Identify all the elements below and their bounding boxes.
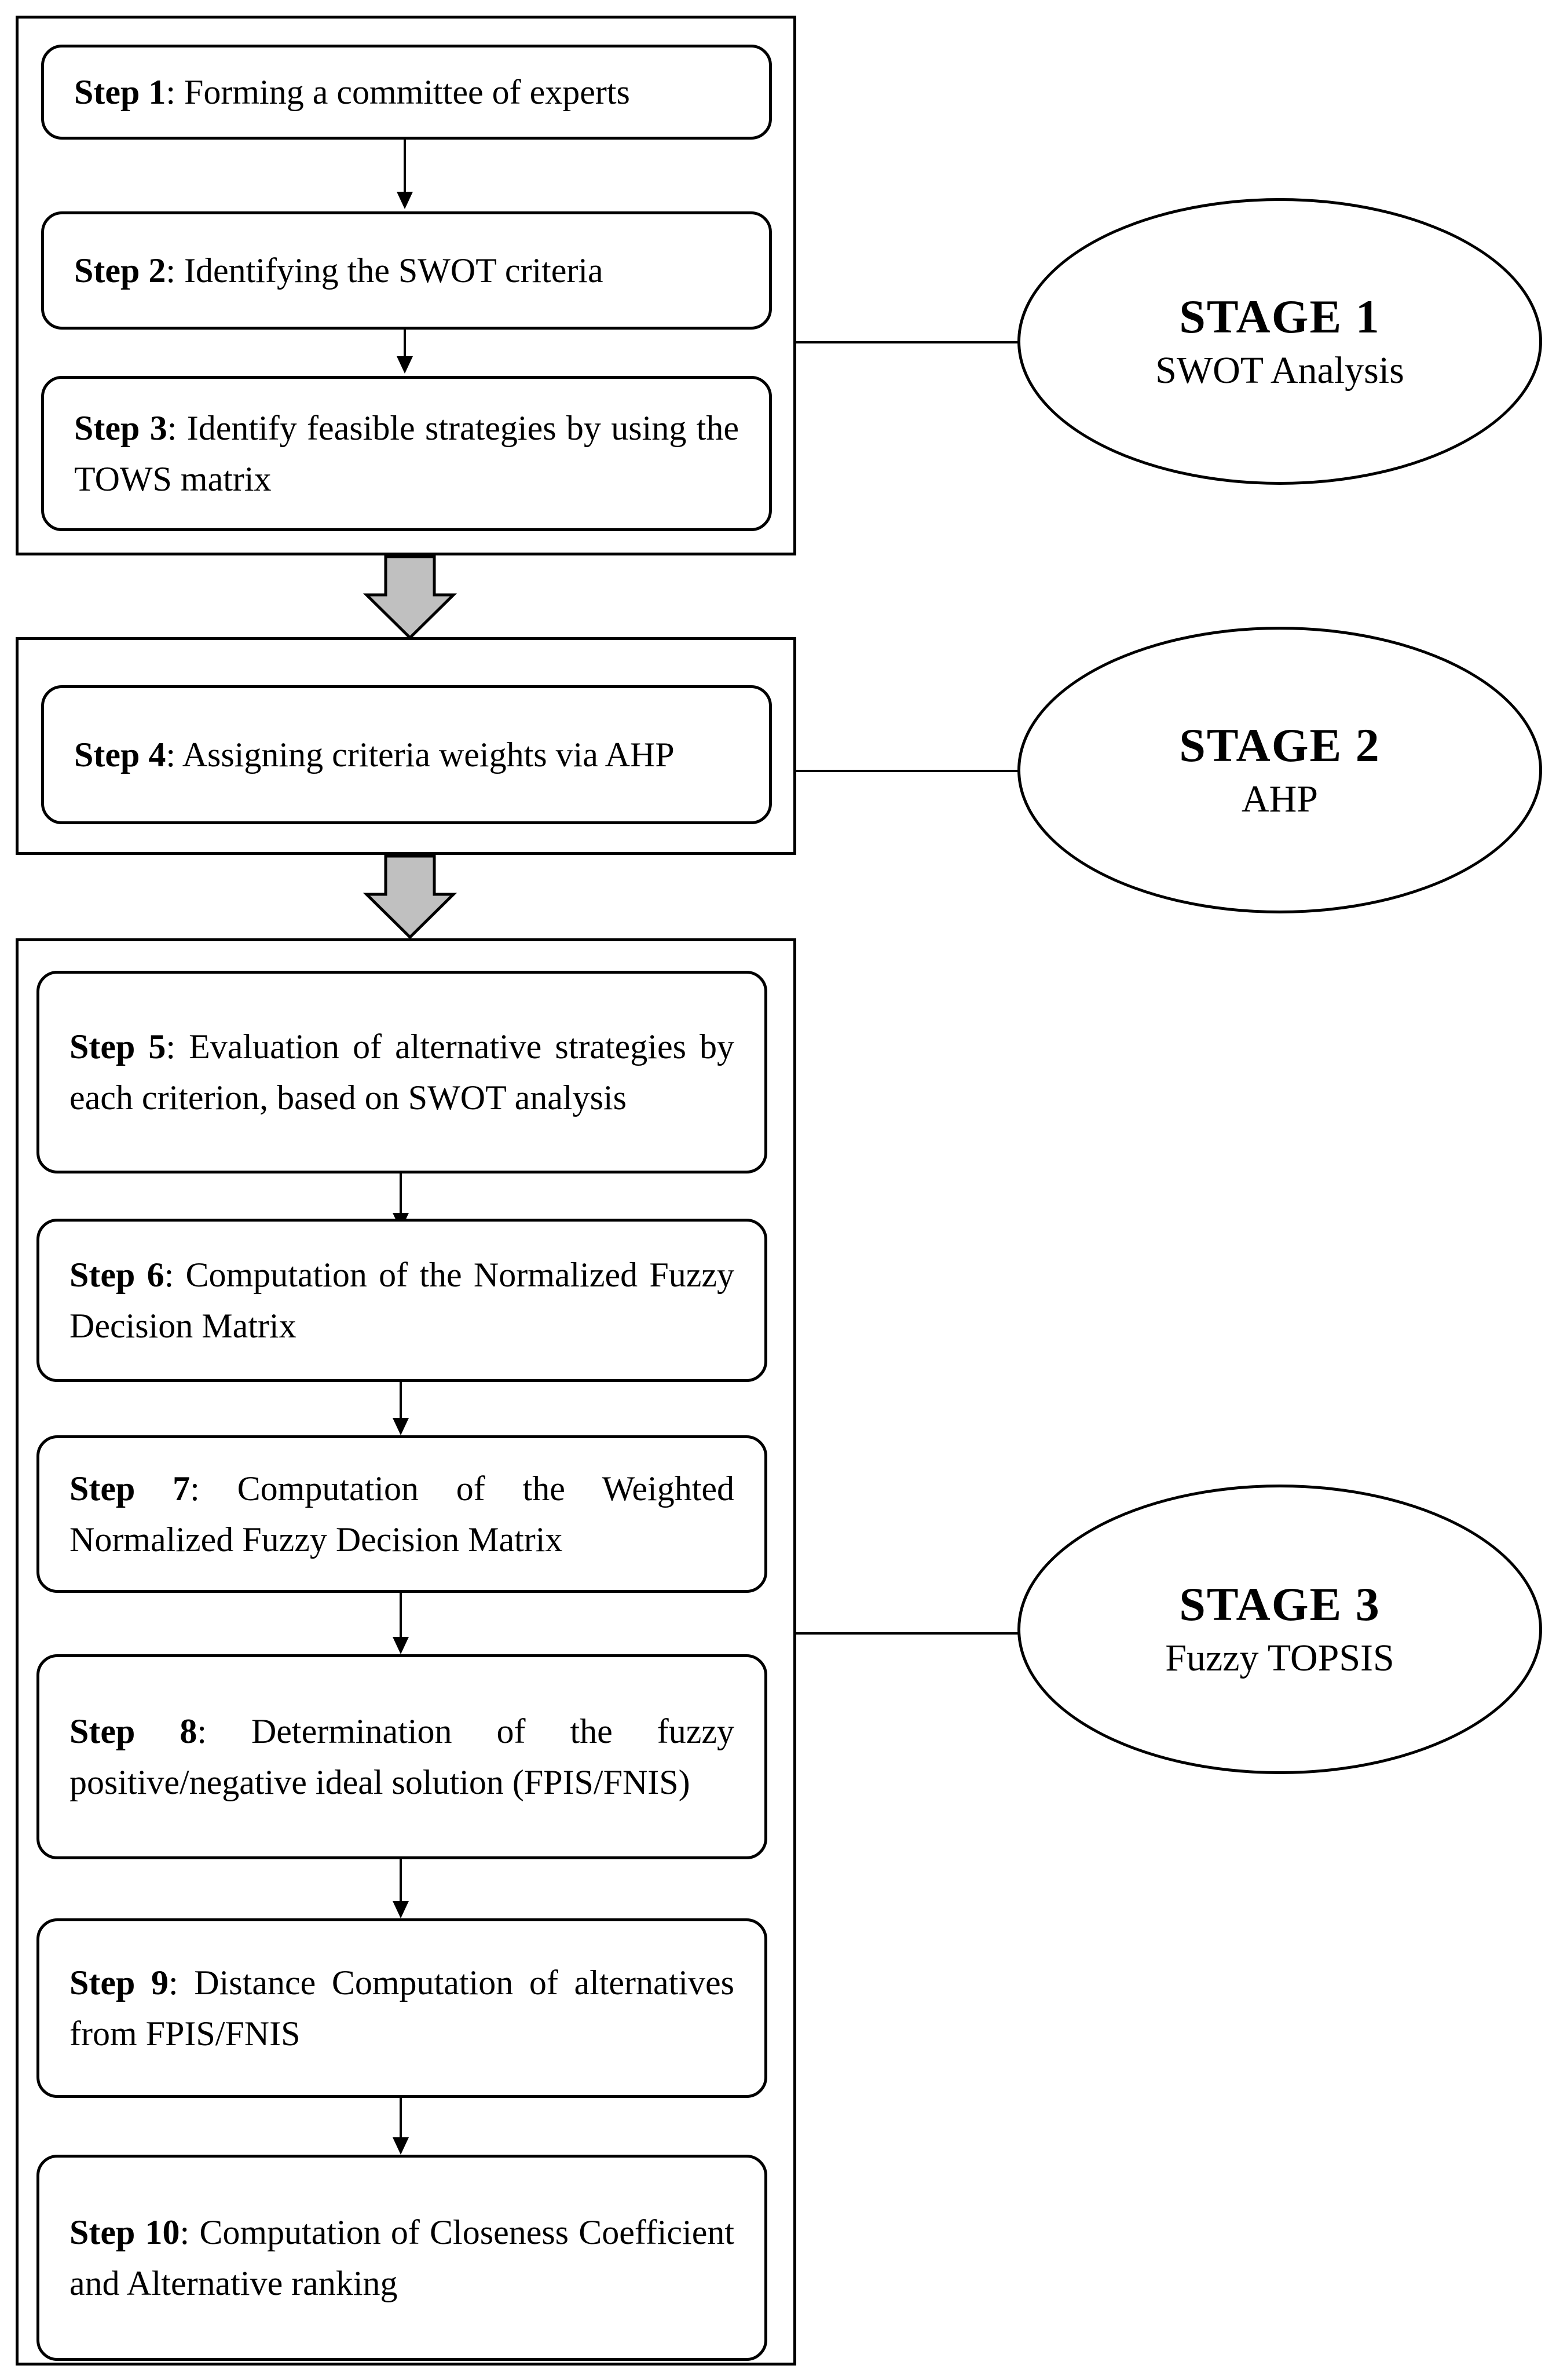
step-2-text: : Identifying the SWOT criteria <box>166 251 603 290</box>
arrow-step1-step2-head <box>397 192 413 209</box>
step-2-label: Step 2 <box>74 251 166 290</box>
arrow-step1-step2-line <box>404 140 406 192</box>
arrow-step7-step8-head <box>393 1637 409 1654</box>
step-10-box: Step 10: Computation of Closeness Coeffi… <box>36 2155 767 2361</box>
arrow-step5-step6-line <box>400 1173 402 1213</box>
step-3-text: : Identify feasible strategies by using … <box>74 409 739 498</box>
step-9-label: Step 9 <box>69 1964 169 2002</box>
step-8-text: : Determination of the fuzzy positive/ne… <box>69 1712 734 1801</box>
arrow-step9-step10-head <box>393 2137 409 2155</box>
step-1-box: Step 1: Forming a committee of experts <box>41 45 772 140</box>
stage-2-ellipse: STAGE 2 AHP <box>1017 627 1542 913</box>
stage-2-connector <box>796 770 1019 772</box>
step-9-text: : Distance Computation of alternatives f… <box>69 1964 734 2053</box>
step-4-text: : Assigning criteria weights via AHP <box>166 736 675 774</box>
step-1-label: Step 1 <box>74 73 166 111</box>
stage-3-connector <box>796 1632 1019 1635</box>
stage-3-ellipse: STAGE 3 Fuzzy TOPSIS <box>1017 1485 1542 1774</box>
step-8-label: Step 8 <box>69 1712 197 1750</box>
stage-3-subtitle: Fuzzy TOPSIS <box>1165 1637 1394 1679</box>
step-2-box: Step 2: Identifying the SWOT criteria <box>41 211 772 330</box>
step-5-text: : Evaluation of alternative strategies b… <box>69 1028 734 1117</box>
stage-1-to-2-arrow <box>363 555 457 640</box>
stage-1-title: STAGE 1 <box>1179 290 1381 343</box>
step-5-label: Step 5 <box>69 1028 166 1066</box>
step-8-box: Step 8: Determination of the fuzzy posit… <box>36 1654 767 1859</box>
stage-1-connector <box>796 341 1019 343</box>
step-1-text: : Forming a committee of experts <box>166 73 630 111</box>
stage-2-to-3-arrow <box>363 854 457 939</box>
step-3-box: Step 3: Identify feasible strategies by … <box>41 376 772 531</box>
stage-1-subtitle: SWOT Analysis <box>1155 349 1404 392</box>
step-7-text: : Computation of the Weighted Normalized… <box>69 1469 734 1559</box>
stage-2-subtitle: AHP <box>1241 777 1319 820</box>
arrow-step6-step7-line <box>400 1382 402 1418</box>
step-5-box: Step 5: Evaluation of alternative strate… <box>36 971 767 1173</box>
arrow-step8-step9-head <box>393 1901 409 1918</box>
arrow-step7-step8-line <box>400 1593 402 1637</box>
step-10-text: : Computation of Closeness Coefficient a… <box>69 2213 734 2302</box>
step-4-label: Step 4 <box>74 736 166 774</box>
step-6-label: Step 6 <box>69 1256 164 1294</box>
step-7-box: Step 7: Computation of the Weighted Norm… <box>36 1435 767 1593</box>
arrow-step2-step3-head <box>397 356 413 374</box>
step-6-box: Step 6: Computation of the Normalized Fu… <box>36 1219 767 1382</box>
step-10-label: Step 10 <box>69 2213 180 2251</box>
step-4-box: Step 4: Assigning criteria weights via A… <box>41 685 772 824</box>
arrow-step8-step9-line <box>400 1859 402 1901</box>
arrow-step9-step10-line <box>400 2098 402 2137</box>
step-9-box: Step 9: Distance Computation of alternat… <box>36 1918 767 2098</box>
step-7-label: Step 7 <box>69 1469 191 1508</box>
stage-2-title: STAGE 2 <box>1179 718 1381 772</box>
stage-3-title: STAGE 3 <box>1179 1578 1381 1630</box>
step-6-text: : Computation of the Normalized Fuzzy De… <box>69 1256 734 1345</box>
stage-1-ellipse: STAGE 1 SWOT Analysis <box>1017 198 1542 485</box>
arrow-step2-step3-line <box>404 330 406 356</box>
step-3-label: Step 3 <box>74 409 167 447</box>
arrow-step6-step7-head <box>393 1418 409 1435</box>
